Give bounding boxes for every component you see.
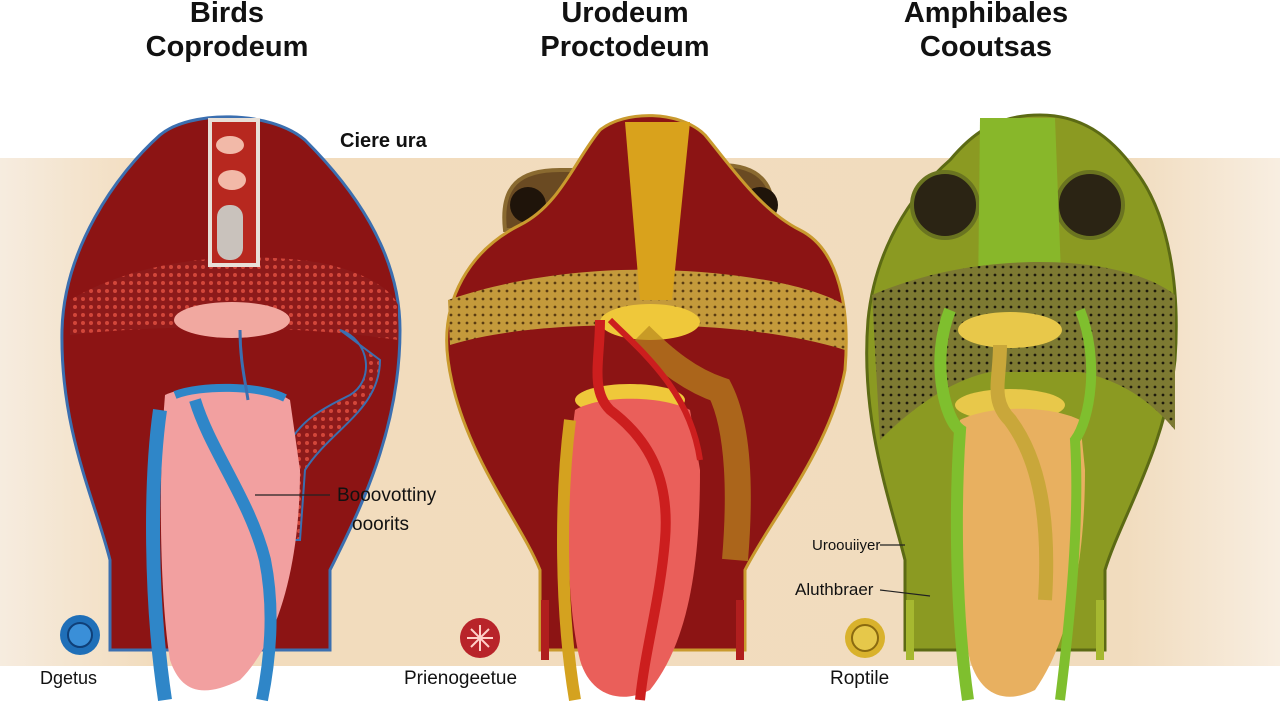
label-mid1-line1: Booovottiny: [337, 485, 437, 506]
legend-label-birds: Dgetus: [40, 668, 98, 688]
label-right1: Uroouiiyer: [812, 537, 881, 554]
title-birds: Birds Coprodeum: [117, 0, 337, 64]
urodeum-organ: [445, 114, 848, 701]
legend-icon-birds: [60, 615, 100, 655]
title-amphibian: Amphibales Cooutsas: [866, 0, 1106, 64]
legend-label-amphibian: Roptile: [830, 668, 890, 689]
title-urodeum-line2: Proctodeum: [540, 31, 710, 63]
label-right2: Aluthbraer: [795, 580, 874, 599]
title-amphibian-line2: Cooutsas: [919, 31, 1053, 63]
birds-organ: [60, 115, 402, 702]
amphibian-organ: [865, 113, 1178, 701]
legend-icon-urodeum: [460, 618, 500, 658]
legend-icon-amphibian: [845, 618, 885, 658]
title-birds-line2: Coprodeum: [145, 31, 309, 63]
label-top: Ciere ura: [340, 130, 427, 152]
title-birds-line1: Birds: [189, 0, 265, 29]
label-mid1-line2: ooorits: [352, 514, 410, 535]
legend-label-urodeum: Prienogeetue: [404, 668, 518, 689]
leader-lines: [255, 494, 931, 597]
title-amphibian-line1: Amphibales: [903, 0, 1069, 29]
title-urodeum-line1: Urodeum: [561, 0, 689, 29]
title-urodeum: Urodeum Proctodeum: [505, 0, 745, 64]
